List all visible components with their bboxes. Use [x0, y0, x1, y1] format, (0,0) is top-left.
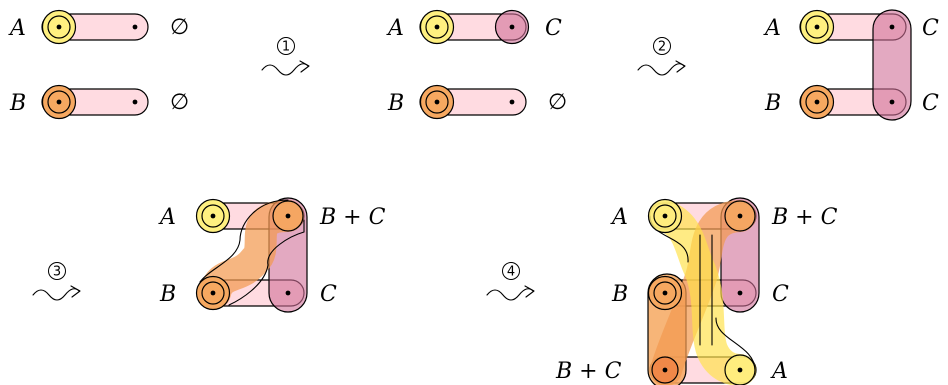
label-a: A — [8, 16, 26, 41]
step-arrow-3: 3 — [32, 262, 81, 301]
node-b-inner — [805, 90, 829, 114]
dot — [509, 99, 515, 105]
dot — [662, 367, 668, 373]
b-plus-c-band — [199, 200, 304, 309]
dot — [737, 290, 743, 296]
label-empty: ∅ — [170, 15, 189, 40]
step-number: 2 — [658, 40, 666, 55]
node-a-inner — [47, 15, 71, 39]
squiggle-arrow-icon — [486, 288, 534, 301]
dot — [132, 24, 138, 30]
dot — [210, 213, 216, 219]
label-b: B — [9, 91, 26, 116]
node-b-inner — [47, 90, 71, 114]
step-number: 3 — [53, 265, 61, 280]
dot — [509, 24, 515, 30]
dot — [210, 290, 216, 296]
dot — [814, 24, 820, 30]
node-a-inner — [805, 15, 829, 39]
arrow-head-icon — [70, 285, 81, 298]
b-plus-c-band-outline — [199, 199, 305, 306]
a-band — [649, 200, 756, 385]
panel-2: A C B ∅ — [386, 9, 567, 120]
dot — [662, 213, 668, 219]
step-number: 4 — [507, 265, 515, 280]
step-number-circle — [48, 262, 66, 280]
node-a-inner — [201, 204, 225, 228]
arrow-head-icon — [524, 285, 535, 298]
label-a: A — [610, 205, 628, 230]
label-b: B — [611, 282, 628, 307]
label-c: C — [545, 16, 562, 41]
label-c: C — [320, 282, 337, 307]
label-b-plus-c: B + C — [771, 205, 838, 230]
label-a: A — [770, 359, 788, 384]
label-c: C — [922, 16, 939, 41]
node-a-inner — [653, 204, 677, 228]
step-arrow-1: 1 — [261, 37, 310, 76]
squiggle-arrow-icon — [637, 63, 685, 76]
dot — [814, 99, 820, 105]
step-number: 1 — [282, 40, 290, 55]
dot — [56, 24, 62, 30]
dot — [889, 24, 895, 30]
panel-3: A B C C — [763, 9, 939, 121]
label-b-plus-c: B + C — [555, 359, 622, 384]
dot — [285, 213, 291, 219]
dot — [889, 99, 895, 105]
dot — [662, 290, 668, 296]
label-a: A — [386, 16, 404, 41]
dot — [285, 290, 291, 296]
node-a-inner — [425, 15, 449, 39]
squiggle-arrow-icon — [261, 63, 309, 76]
squiggle-arrow-icon — [32, 288, 80, 301]
label-a: A — [763, 16, 781, 41]
node-b-inner — [653, 281, 677, 305]
label-b: B — [764, 91, 781, 116]
dot — [737, 213, 743, 219]
panel-5: A B B + C B + C C A — [555, 197, 838, 385]
node-b-inner — [425, 90, 449, 114]
panel-1: A ∅ B ∅ — [8, 9, 189, 120]
arrow-head-icon — [299, 60, 310, 73]
c-vertical-band — [872, 9, 912, 121]
step-arrow-4: 4 — [486, 262, 535, 301]
dot — [737, 367, 743, 373]
label-a: A — [158, 205, 176, 230]
label-b-plus-c: B + C — [319, 205, 386, 230]
label-empty: ∅ — [548, 90, 567, 115]
dot — [434, 24, 440, 30]
label-c: C — [922, 91, 939, 116]
step-number-circle — [277, 37, 295, 55]
panel-4: A B B + C C — [158, 197, 386, 313]
dot — [56, 99, 62, 105]
step-number-circle — [502, 262, 520, 280]
step-number-circle — [653, 37, 671, 55]
label-empty: ∅ — [170, 90, 189, 115]
dot — [132, 99, 138, 105]
label-b: B — [159, 282, 176, 307]
step-arrow-2: 2 — [637, 37, 686, 76]
label-c: C — [772, 282, 789, 307]
arrow-head-icon — [675, 60, 686, 73]
node-b-inner — [201, 281, 225, 305]
dot — [434, 99, 440, 105]
label-b: B — [387, 91, 404, 116]
band-outline — [699, 234, 713, 346]
